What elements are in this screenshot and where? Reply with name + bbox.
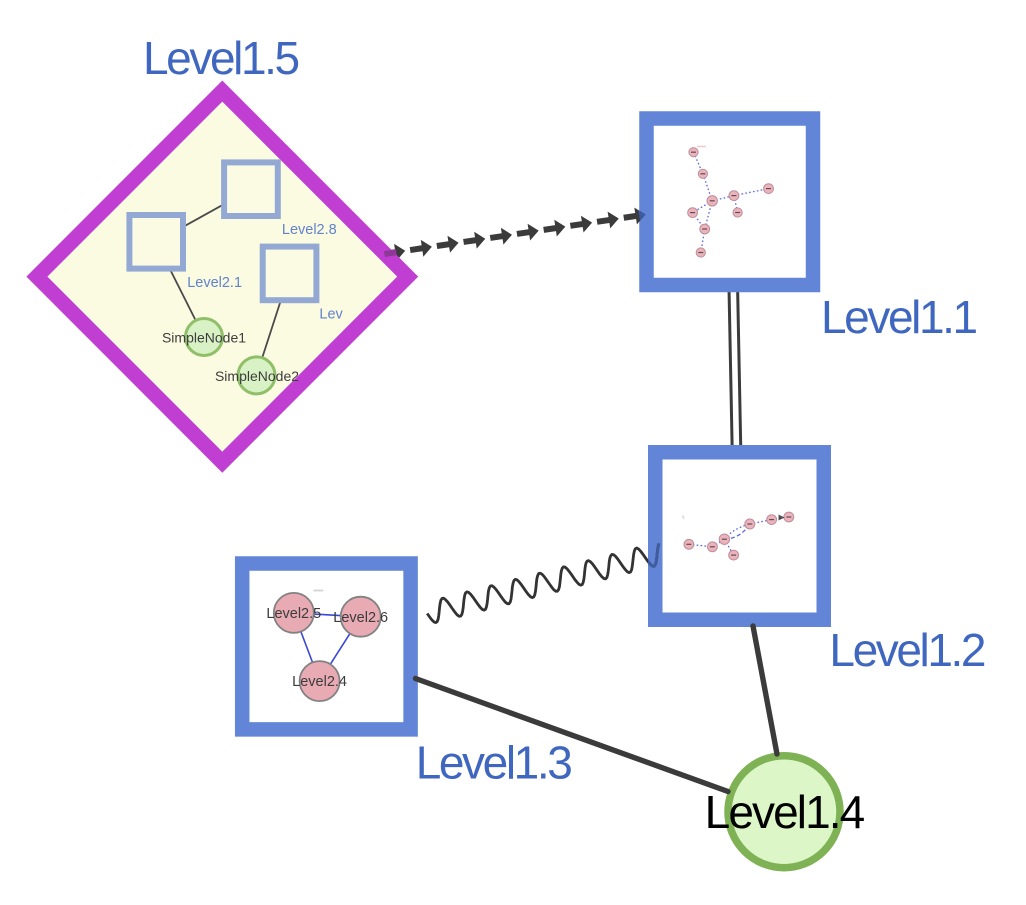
svg-text:Level2.8: Level2.8: [282, 222, 337, 238]
svg-text:Lev: Lev: [319, 306, 343, 322]
svg-text:Level1.3: Level1.3: [416, 737, 572, 789]
svg-text:Level2.4: Level2.4: [292, 674, 347, 690]
svg-text:Level1.4: Level1.4: [705, 786, 865, 838]
svg-text:Level2.5: Level2.5: [266, 606, 321, 622]
svg-text:Level1.1: Level1.1: [821, 291, 977, 343]
svg-text:Level1.2: Level1.2: [829, 624, 985, 676]
svg-text:SimpleNode1: SimpleNode1: [162, 330, 246, 346]
svg-text:SimpleNode2: SimpleNode2: [215, 368, 299, 384]
svg-text:Level2.6: Level2.6: [333, 610, 388, 626]
svg-text:Level2.1: Level2.1: [187, 275, 242, 291]
svg-text:Level1.5: Level1.5: [143, 32, 299, 84]
